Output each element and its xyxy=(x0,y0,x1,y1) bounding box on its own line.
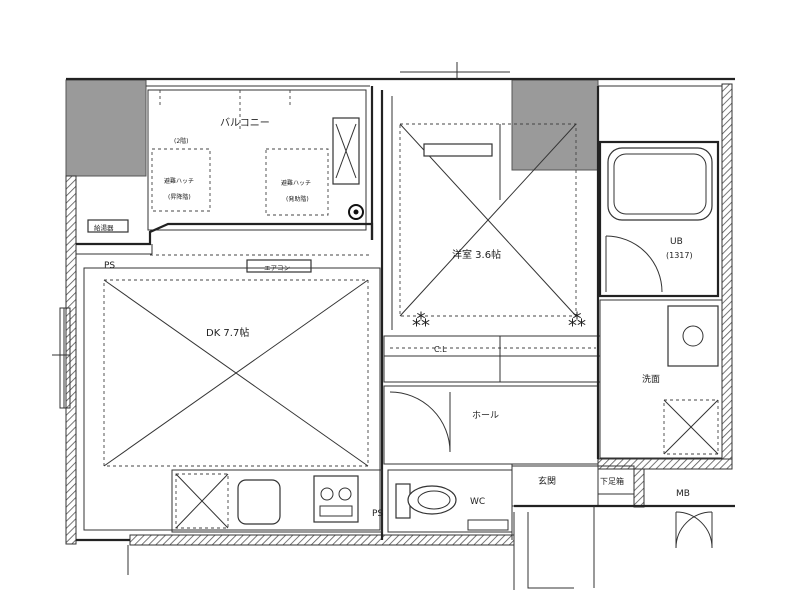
washing-machine-space xyxy=(663,399,719,455)
dk-window xyxy=(59,307,71,409)
stove xyxy=(313,475,359,523)
hatch-right-title: 避難ハッチ xyxy=(281,179,311,187)
balcony-area xyxy=(147,89,367,231)
pillar-top-middle xyxy=(511,79,599,171)
hall-label: ホール xyxy=(472,410,499,421)
ps-lower-label: PS xyxy=(372,509,383,519)
water-heater-label: 給湯器 xyxy=(94,223,114,232)
aircon-dk xyxy=(246,259,312,273)
wall-mb-left xyxy=(633,468,645,508)
burner-icon xyxy=(338,487,352,501)
fridge-space xyxy=(175,473,229,529)
bath-door-swing xyxy=(605,235,663,293)
wc-label: WC xyxy=(470,497,485,507)
aircon-western xyxy=(423,143,493,157)
hatch-left-floor: (2階) xyxy=(174,137,189,145)
pillar-top-left xyxy=(65,79,147,177)
exterior-wall-right xyxy=(721,83,733,460)
entrance-label: 玄関 xyxy=(538,475,556,487)
kitchen-counter xyxy=(171,469,383,533)
ub-label: UB xyxy=(670,237,683,247)
lamp-icon: ⁂ xyxy=(568,310,586,331)
wash-basin xyxy=(667,305,719,367)
hatch-left-sub: (昇降階) xyxy=(168,193,191,201)
dk-area xyxy=(103,279,369,467)
western-room-area xyxy=(399,123,577,317)
hatch-left-title: 避難ハッチ xyxy=(164,177,194,185)
mb-label: MB xyxy=(676,489,690,499)
shoe-box-label: 下足箱 xyxy=(600,476,624,486)
closet-label: C.L xyxy=(434,345,447,354)
water-heater xyxy=(87,219,129,233)
ub-size: (1317) xyxy=(666,251,693,260)
dk-outline xyxy=(83,267,381,531)
exterior-wall-bottom xyxy=(129,534,515,546)
balcony-label: バルコニー xyxy=(220,117,270,129)
mb-door xyxy=(675,511,713,549)
washroom-label: 洗面 xyxy=(642,373,660,385)
dk-label: DK 7.7帖 xyxy=(206,326,249,339)
hall-door-swing xyxy=(389,391,451,453)
western-room-label: 洋室 3.6帖 xyxy=(452,248,501,261)
bathtub xyxy=(607,147,713,221)
toilet-bowl xyxy=(407,485,457,515)
closet xyxy=(383,335,601,383)
hatch-right-sub: (発助階) xyxy=(286,195,309,203)
ps-upper-label: PS xyxy=(104,261,115,271)
unit-bath xyxy=(598,140,720,298)
hatch-right xyxy=(265,148,329,216)
lamp-icon: ⁂ xyxy=(412,310,430,331)
shoe-box xyxy=(597,465,635,495)
burner-icon xyxy=(320,487,334,501)
wall-mb-top xyxy=(597,458,733,470)
kitchen-sink xyxy=(237,479,281,525)
entrance-door xyxy=(527,512,574,589)
exterior-wall-left xyxy=(65,175,77,545)
washroom-area xyxy=(599,299,723,459)
